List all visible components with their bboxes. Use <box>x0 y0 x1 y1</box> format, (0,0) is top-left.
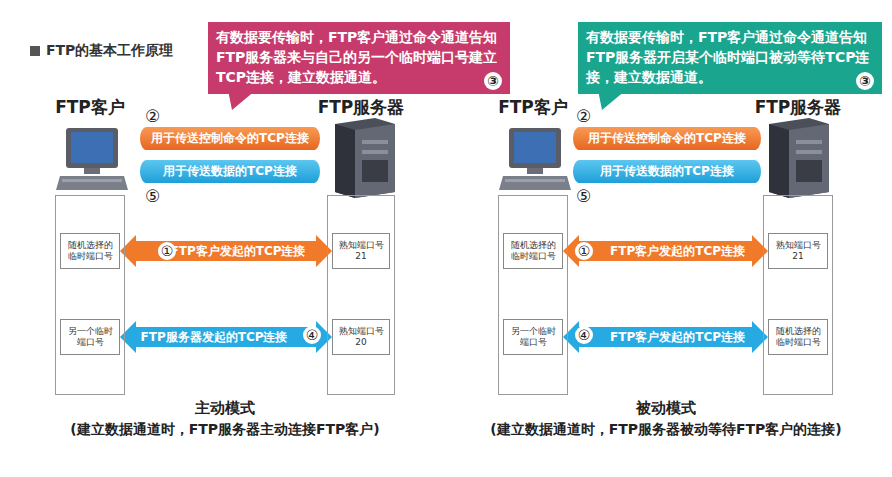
callout-text: 有数据要传输时，FTP客户通过命令通道告知FTP服务器来与自己的另一个临时端口号… <box>216 27 502 89</box>
port-box: 另一个临时端口号 <box>503 319 563 355</box>
host-column: FTP服务器熟知端口号 21随机选择的临时端口号 <box>763 195 833 395</box>
connection-pipe: 用于传送控制命令的TCP连接 <box>140 127 320 150</box>
callout-box: 有数据要传输时，FTP客户通过命令通道告知FTP服务器开启某个临时端口被动等待T… <box>578 22 882 94</box>
callout-number: ④ <box>575 326 593 344</box>
host-column: FTP客户随机选择的临时端口号另一个临时端口号 <box>498 195 568 395</box>
host-heading: FTP服务器 <box>318 96 405 119</box>
port-box: 随机选择的临时端口号 <box>60 233 120 269</box>
port-label: 熟知端口号 20 <box>336 326 386 349</box>
arrow-label: FTP客户发起的TCP连接 <box>610 329 745 345</box>
pipe-label: 用于传送控制命令的TCP连接 <box>151 130 309 147</box>
mode-title: 主动模式 <box>195 399 255 418</box>
host-column: FTP客户随机选择的临时端口号另一个临时端口号 <box>55 195 125 395</box>
connection-pipe: 用于传送数据的TCP连接 <box>573 160 761 183</box>
arrow-label: FTP服务器发起的TCP连接 <box>141 329 288 345</box>
connection-arrow <box>120 321 332 353</box>
connection-pipe: 用于传送控制命令的TCP连接 <box>573 127 761 150</box>
port-box: 随机选择的临时端口号 <box>768 319 828 355</box>
pipe-label: 用于传送数据的TCP连接 <box>163 163 297 180</box>
port-box: 熟知端口号 21 <box>332 233 390 269</box>
port-box: 熟知端口号 20 <box>332 319 390 355</box>
server-tower <box>769 118 829 198</box>
callout-number: ① <box>575 242 593 260</box>
mode-title: 被动模式 <box>636 399 696 418</box>
arrow-label: FTP客户发起的TCP连接 <box>610 243 745 259</box>
callout-number: ③ <box>484 72 502 90</box>
callout-number: ⑤ <box>145 186 160 206</box>
client-computer <box>499 128 571 190</box>
port-label: 随机选择的临时端口号 <box>64 240 116 263</box>
port-label: 随机选择的临时端口号 <box>507 240 559 263</box>
host-heading: FTP服务器 <box>755 96 842 119</box>
title-bullet <box>30 46 40 56</box>
arrow-label: FTP客户发起的TCP连接 <box>171 243 306 259</box>
port-box: 另一个临时端口号 <box>60 319 120 355</box>
callout-number: ① <box>158 242 176 260</box>
port-label: 另一个临时端口号 <box>507 326 559 349</box>
port-label: 另一个临时端口号 <box>64 326 116 349</box>
pipe-label: 用于传送数据的TCP连接 <box>600 163 734 180</box>
callout-number: ② <box>576 106 591 126</box>
mode-caption: (建立数据通道时，FTP服务器被动等待FTP客户的连接) <box>490 421 842 439</box>
pipe-label: 用于传送控制命令的TCP连接 <box>588 130 746 147</box>
server-tower <box>335 118 395 198</box>
callout-text: 有数据要传输时，FTP客户通过命令通道告知FTP服务器开启某个临时端口被动等待T… <box>586 27 874 89</box>
port-label: 熟知端口号 21 <box>336 240 386 263</box>
port-box: 随机选择的临时端口号 <box>503 233 563 269</box>
connection-arrow <box>563 321 768 353</box>
host-heading: FTP客户 <box>55 96 125 119</box>
callout-number: ④ <box>303 326 321 344</box>
host-heading: FTP客户 <box>498 96 568 119</box>
host-column: FTP服务器熟知端口号 21熟知端口号 20 <box>327 195 395 395</box>
port-label: 随机选择的临时端口号 <box>772 326 824 349</box>
connection-arrow <box>563 235 768 267</box>
mode-caption: (建立数据通道时，FTP服务器主动连接FTP客户) <box>70 421 380 439</box>
callout-number: ③ <box>856 72 874 90</box>
diagram-title: FTP的基本工作原理 <box>46 42 173 60</box>
connection-arrow <box>120 235 332 267</box>
callout-number: ② <box>145 106 160 126</box>
client-computer <box>56 128 128 190</box>
port-label: 熟知端口号 21 <box>772 240 824 263</box>
callout-box: 有数据要传输时，FTP客户通过命令通道告知FTP服务器来与自己的另一个临时端口号… <box>208 22 510 94</box>
port-box: 熟知端口号 21 <box>768 233 828 269</box>
connection-pipe: 用于传送数据的TCP连接 <box>140 160 320 183</box>
callout-number: ⑤ <box>576 186 591 206</box>
